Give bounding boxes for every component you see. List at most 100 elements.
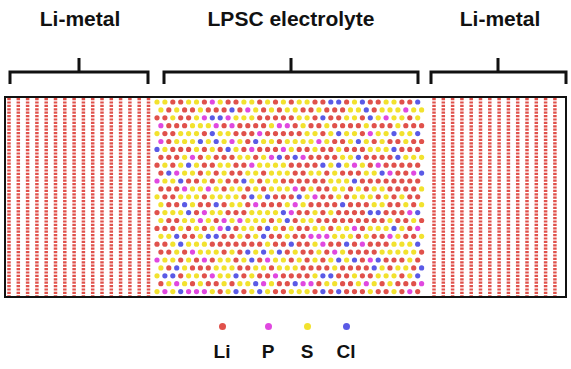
atom	[344, 163, 349, 168]
atom	[178, 115, 183, 120]
atom	[194, 257, 199, 262]
atom	[241, 273, 246, 278]
atom	[241, 99, 246, 104]
atom	[415, 226, 420, 231]
atom	[237, 250, 242, 255]
atom	[340, 123, 345, 128]
li-layer	[442, 98, 446, 296]
atom	[376, 273, 381, 278]
atom	[391, 99, 396, 104]
atom	[324, 139, 329, 144]
atom	[249, 210, 254, 215]
atom	[305, 131, 310, 136]
legend-text: P	[262, 342, 275, 361]
atom	[364, 171, 369, 176]
atom	[399, 131, 404, 136]
atom	[241, 115, 246, 120]
atom	[415, 147, 420, 152]
atom	[415, 99, 420, 104]
atom	[194, 194, 199, 199]
atom	[222, 171, 227, 176]
atom	[249, 131, 254, 136]
atom	[324, 171, 329, 176]
atom	[174, 234, 179, 239]
atom	[170, 226, 175, 231]
atom	[261, 186, 266, 191]
legend-swatch	[343, 323, 350, 330]
atom	[344, 178, 349, 183]
atom	[265, 99, 270, 104]
atom	[269, 171, 274, 176]
atom	[308, 202, 313, 207]
atom	[384, 194, 389, 199]
atom	[269, 202, 274, 207]
atom	[170, 194, 175, 199]
atom	[154, 115, 159, 120]
atom	[257, 115, 262, 120]
atom	[419, 265, 424, 270]
atom	[360, 210, 365, 215]
atom	[411, 265, 416, 270]
atom	[281, 194, 286, 199]
atom	[170, 115, 175, 120]
atom	[368, 178, 373, 183]
atom	[154, 289, 159, 294]
atom	[407, 289, 412, 294]
atom	[194, 147, 199, 152]
atom	[403, 155, 408, 160]
atom	[245, 202, 250, 207]
atom	[218, 242, 223, 247]
atom	[348, 281, 353, 286]
atom	[186, 163, 191, 168]
atom	[376, 289, 381, 294]
li-layer	[100, 98, 104, 296]
atom	[305, 257, 310, 262]
atom	[241, 194, 246, 199]
atom	[170, 147, 175, 152]
atom	[289, 242, 294, 247]
atom	[293, 171, 298, 176]
atom	[261, 123, 266, 128]
atom	[202, 289, 207, 294]
atom	[384, 178, 389, 183]
atom	[218, 273, 223, 278]
atom	[360, 178, 365, 183]
atom	[158, 202, 163, 207]
atom	[352, 147, 357, 152]
atom	[182, 218, 187, 223]
atom	[316, 155, 321, 160]
atom	[360, 131, 365, 136]
atom	[253, 234, 258, 239]
atom	[233, 242, 238, 247]
li-layer	[72, 98, 76, 296]
atom	[162, 273, 167, 278]
atom	[340, 250, 345, 255]
atom	[237, 171, 242, 176]
atom	[237, 265, 242, 270]
atom	[174, 155, 179, 160]
atom	[245, 171, 250, 176]
atom	[293, 265, 298, 270]
atom	[249, 289, 254, 294]
atom	[249, 99, 254, 104]
atom	[170, 242, 175, 247]
atom	[368, 289, 373, 294]
li-layer	[451, 98, 455, 296]
atom	[261, 234, 266, 239]
atom	[411, 218, 416, 223]
atom	[376, 147, 381, 152]
atom	[372, 202, 377, 207]
atom	[273, 257, 278, 262]
atom	[403, 281, 408, 286]
atom	[206, 139, 211, 144]
li-layer	[488, 98, 492, 296]
atom	[241, 178, 246, 183]
atom	[403, 171, 408, 176]
atom	[391, 257, 396, 262]
atom	[308, 265, 313, 270]
atom	[174, 265, 179, 270]
atom	[265, 131, 270, 136]
atom	[265, 257, 270, 262]
atom	[387, 186, 392, 191]
atom	[265, 289, 270, 294]
